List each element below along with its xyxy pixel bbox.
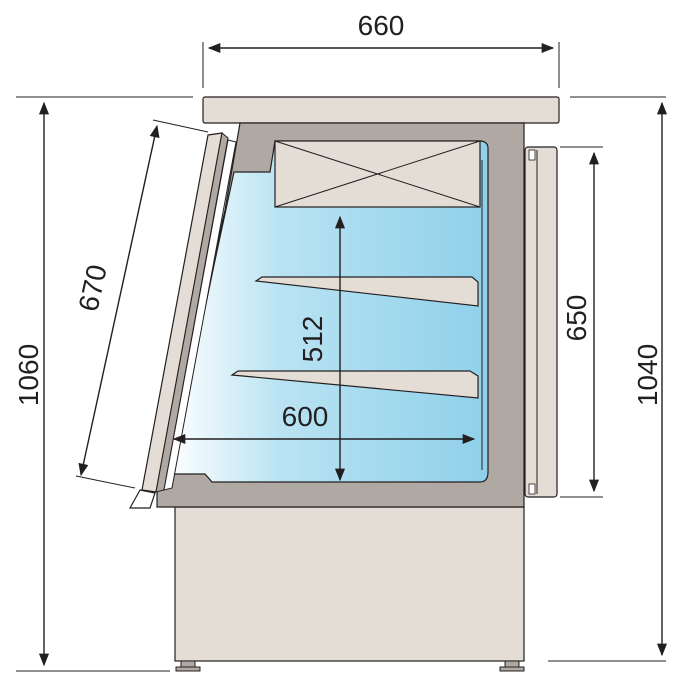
dim-670-label: 670 — [73, 262, 113, 314]
dim-650: 650 — [560, 146, 603, 498]
dim-650-label: 650 — [561, 295, 592, 342]
dim-660-label: 660 — [358, 10, 405, 41]
dim-600-label: 600 — [282, 401, 329, 432]
dim-1040: 1040 — [548, 96, 668, 662]
base-cabinet — [174, 506, 525, 662]
dim-1040-label: 1040 — [632, 344, 663, 406]
dim-512: 512 — [297, 215, 346, 482]
shelf-upper — [254, 276, 479, 307]
dim-1060: 1060 — [13, 96, 193, 672]
shelf-lower — [230, 370, 479, 399]
evaporator-unit — [274, 140, 481, 208]
rear-door — [524, 146, 558, 498]
dim-600: 600 — [172, 401, 476, 445]
dim-1060-label: 1060 — [13, 344, 44, 406]
top-cover — [202, 96, 560, 124]
dim-660: 660 — [202, 10, 560, 88]
feet — [175, 660, 525, 672]
front-glass — [128, 132, 237, 509]
dim-512-label: 512 — [297, 316, 328, 363]
